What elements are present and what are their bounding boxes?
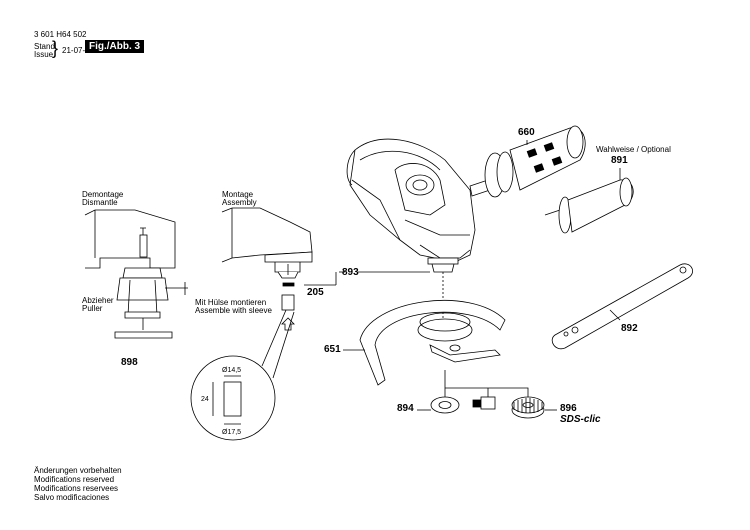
angle-grinder-body <box>346 138 476 273</box>
abzieher-label: Abzieher <box>82 296 114 305</box>
sds-clic-label: SDS-clic <box>560 414 601 425</box>
nut-896 <box>511 396 545 419</box>
part-number-891: 891 <box>611 155 628 166</box>
assembly-label: Assembly <box>222 198 257 207</box>
auxiliary-handle-660 <box>469 125 586 198</box>
part-number-898: 898 <box>121 357 138 368</box>
flange-894 <box>430 396 496 414</box>
part-number-651: 651 <box>324 344 341 355</box>
sleeve-label-de: Mit Hülse montieren <box>195 298 267 307</box>
issue-date: 21-07-26 <box>62 46 95 55</box>
wheel-guard-651 <box>359 300 506 386</box>
dimension-inner-diameter: Ø14,5 <box>222 367 242 374</box>
sleeve-detail-callout <box>190 309 295 441</box>
footer-line-3: Modifications reservees <box>34 484 119 493</box>
part-number-892: 892 <box>621 323 638 334</box>
part-number-205: 205 <box>307 287 324 298</box>
doc-number: 3 601 H64 502 <box>34 30 87 39</box>
optional-handle-891 <box>544 177 634 234</box>
footer-line-2: Modifications reserved <box>34 475 115 484</box>
dimension-height: 24 <box>201 396 209 403</box>
stand-label: Stand <box>34 42 55 51</box>
part-number-893: 893 <box>342 267 359 278</box>
puller-dismantle-view <box>84 209 188 339</box>
footer-line-1: Änderungen vorbehalten <box>34 466 122 475</box>
demontage-label: Demontage <box>82 190 124 199</box>
spanner-892 <box>551 263 693 350</box>
montage-label: Montage <box>222 190 254 199</box>
sleeve-label-en: Assemble with sleeve <box>195 306 272 315</box>
part-number-896: 896 <box>560 403 577 414</box>
part-number-660: 660 <box>518 127 535 138</box>
footer-line-4: Salvo modificaciones <box>34 493 110 502</box>
dimension-outer-diameter: Ø17,5 <box>222 429 242 436</box>
figure-label: Fig./Abb. 3 <box>85 40 145 53</box>
optional-label: Wahlweise / Optional <box>596 145 671 154</box>
leader-lines <box>304 140 621 411</box>
assembly-view <box>221 207 313 331</box>
dismantle-label: Dismantle <box>82 198 118 207</box>
puller-label: Puller <box>82 304 103 313</box>
issue-label: Issue <box>34 50 54 59</box>
brace-glyph: } <box>52 38 59 58</box>
part-number-894: 894 <box>397 403 414 414</box>
